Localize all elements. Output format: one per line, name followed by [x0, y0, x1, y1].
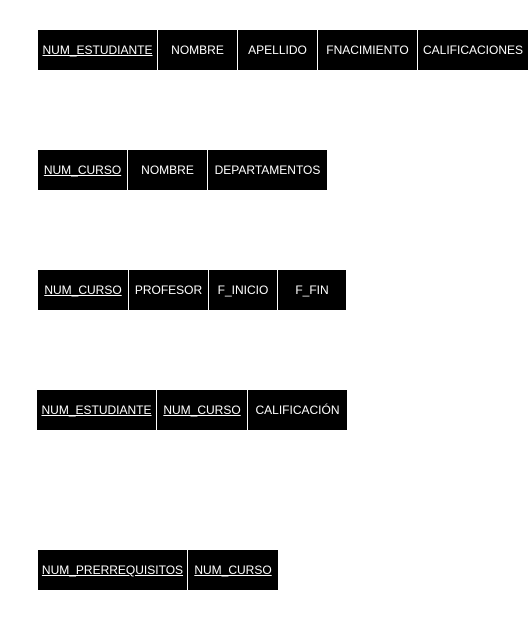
attribute-calificaciones: CALIFICACIONES: [418, 30, 528, 70]
attribute-num-curso-primary-key: NUM_CURSO: [38, 270, 129, 310]
relation-estudiantes: NUM_ESTUDIANTE NOMBRE APELLIDO FNACIMIEN…: [38, 30, 528, 70]
attribute-apellido: APELLIDO: [238, 30, 318, 70]
attribute-num-curso-primary-key: NUM_CURSO: [188, 550, 278, 590]
attribute-f-inicio: F_INICIO: [209, 270, 278, 310]
attribute-nombre: NOMBRE: [128, 150, 208, 190]
attribute-calificacion: CALIFICACIÓN: [248, 390, 347, 430]
attribute-f-fin: F_FIN: [278, 270, 346, 310]
attribute-fnacimiento: FNACIMIENTO: [318, 30, 418, 70]
attribute-profesor: PROFESOR: [129, 270, 209, 310]
relation-matriculas: NUM_ESTUDIANTE NUM_CURSO CALIFICACIÓN: [37, 390, 347, 430]
attribute-departamentos: DEPARTAMENTOS: [208, 150, 327, 190]
attribute-nombre: NOMBRE: [158, 30, 238, 70]
relation-cursos-impartidos: NUM_CURSO PROFESOR F_INICIO F_FIN: [38, 270, 346, 310]
attribute-num-curso-primary-key: NUM_CURSO: [38, 150, 128, 190]
attribute-num-prerrequisitos-primary-key: NUM_PRERREQUISITOS: [38, 550, 188, 590]
relation-cursos: NUM_CURSO NOMBRE DEPARTAMENTOS: [38, 150, 327, 190]
relation-prerrequisitos: NUM_PRERREQUISITOS NUM_CURSO: [38, 550, 278, 590]
attribute-num-estudiante-primary-key: NUM_ESTUDIANTE: [38, 30, 158, 70]
attribute-num-estudiante-primary-key: NUM_ESTUDIANTE: [37, 390, 157, 430]
attribute-num-curso-primary-key: NUM_CURSO: [157, 390, 248, 430]
